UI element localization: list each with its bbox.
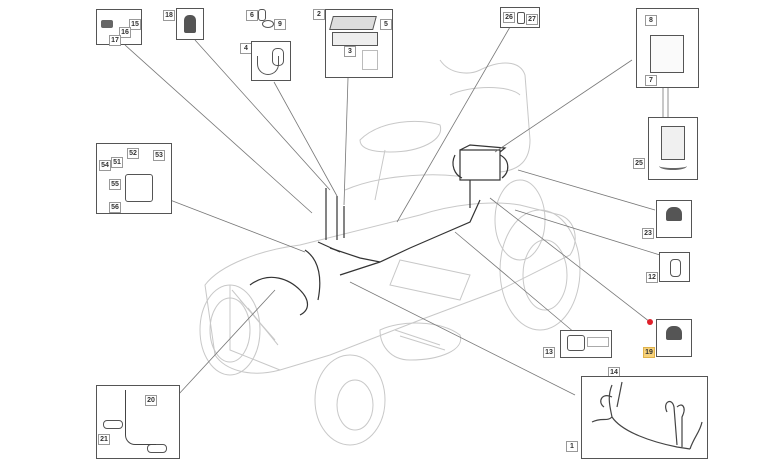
fuse-box-icon [332,32,378,46]
callout-box-12[interactable] [659,252,690,282]
callout-box-2[interactable]: 5 3 [325,9,393,78]
switch-icon [184,15,196,33]
solenoid-icon [125,174,153,202]
callout-box-19[interactable] [656,319,692,357]
part-label[interactable]: 23 [642,228,654,239]
callout-box-13[interactable] [560,330,612,358]
wire-icon [125,390,156,445]
sensor-icon [670,259,681,277]
washer-icon [262,20,274,28]
part-label[interactable]: 54 [99,160,111,171]
plug-icon [587,337,609,347]
callout-box-18[interactable] [176,8,204,40]
callout-box-4[interactable] [251,41,291,81]
rocker-switch-icon [666,326,682,340]
harness-icon [591,381,703,450]
charger-cable-icon [659,162,687,170]
cable-icon [257,56,279,75]
part-label[interactable]: 21 [98,434,110,445]
bulb-icon [147,444,167,453]
fuse-box-lid-icon [329,16,377,30]
connector-icon [362,50,378,70]
part-label[interactable]: 25 [633,158,645,169]
part-label[interactable]: 1 [566,441,578,452]
part-label[interactable]: 9 [274,19,286,30]
callout-box-15-16-17[interactable]: 15 16 17 [96,9,142,46]
part-label[interactable]: 55 [109,179,121,190]
part-label[interactable]: 6 [246,10,258,21]
part-label[interactable]: 51 [111,157,123,168]
part-label[interactable]: 5 [380,19,392,30]
highlight-marker [647,319,653,325]
part-label[interactable]: 53 [153,150,165,161]
part-label[interactable]: 8 [645,15,657,26]
callout-box-25[interactable] [648,117,698,180]
rocker-switch-icon [666,207,682,221]
part-label[interactable]: 12 [646,272,658,283]
part-label[interactable]: 16 [119,27,131,38]
part-label[interactable]: 52 [127,148,139,159]
part-label-highlighted[interactable]: 19 [643,347,655,358]
part-label[interactable]: 13 [543,347,555,358]
wiring-harness [249,144,509,316]
part-label[interactable]: 2 [313,9,325,20]
leader-lines [124,26,669,396]
part-label[interactable]: 27 [526,14,538,25]
part-label[interactable]: 3 [344,46,356,57]
bulb-icon [103,420,123,429]
part-label[interactable]: 7 [645,75,657,86]
callout-box-26-27[interactable]: 26 27 [500,7,540,28]
mower-outline [199,59,581,446]
callout-box-1[interactable] [581,376,708,459]
callout-box-20-21[interactable]: 20 21 [96,385,180,459]
part-label[interactable]: 17 [109,35,121,46]
charger-icon [661,126,685,160]
callout-box-23[interactable] [656,200,692,238]
relay-icon [567,335,585,351]
fastener-icon [517,12,525,24]
battery-icon [650,35,684,73]
part-label[interactable]: 56 [109,202,121,213]
part-label[interactable]: 26 [503,12,515,23]
part-label[interactable]: 18 [163,10,175,21]
callout-box-51-56[interactable]: 54 51 52 53 55 56 [96,143,172,214]
callout-box-7[interactable]: 8 7 [636,8,699,88]
key-icon [258,9,266,21]
part-label[interactable]: 15 [129,19,141,30]
connector-icon [101,20,113,28]
